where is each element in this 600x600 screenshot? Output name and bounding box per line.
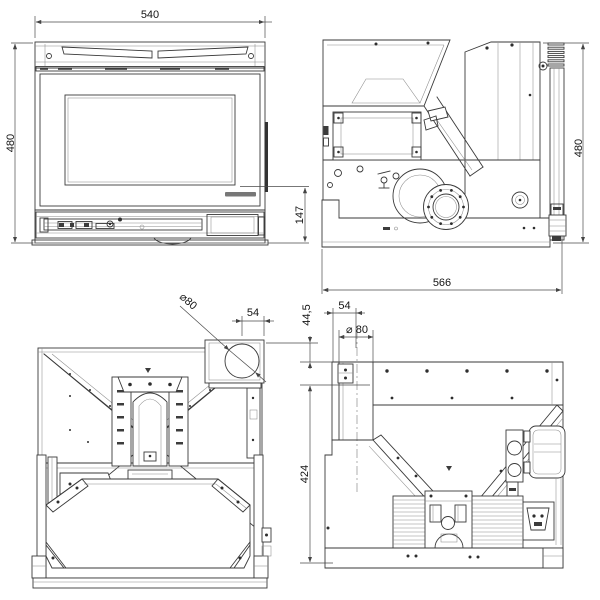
inspection-cover xyxy=(332,111,422,161)
front-base xyxy=(31,239,269,246)
heat-fins xyxy=(547,42,565,67)
chute-bracket xyxy=(427,106,449,122)
dim-label-480-front: 480 xyxy=(5,134,17,152)
front-frame xyxy=(34,41,266,244)
dim-front-base-height: 147 xyxy=(240,186,309,244)
dim-label-566: 566 xyxy=(433,277,451,289)
door-glass xyxy=(64,94,236,186)
front-view xyxy=(31,41,269,246)
dim-rear-flue-offset: 54 xyxy=(232,307,274,336)
dim-front-width: 540 xyxy=(34,9,272,38)
door-panel xyxy=(39,73,261,207)
dim-top-flue-diameter: ⌀ 80 xyxy=(338,324,374,362)
door-handle xyxy=(264,122,268,192)
dim-side-height: 480 xyxy=(543,42,589,244)
rear-view xyxy=(31,339,272,589)
smoke-fan xyxy=(392,168,469,230)
safety-valve xyxy=(377,170,391,189)
drawer-band xyxy=(35,211,265,239)
dim-label-147: 147 xyxy=(294,206,306,224)
dim-top-flue-offset: 54 xyxy=(324,300,365,362)
drawer-rail xyxy=(43,218,203,231)
left-side-view xyxy=(324,330,566,569)
brand-logo xyxy=(225,192,256,197)
side-knob xyxy=(511,191,529,209)
side-body xyxy=(464,41,541,219)
dim-front-height: 480 xyxy=(5,42,33,244)
dim-top-body-height: 424 xyxy=(299,384,370,564)
dim-label-44-5: 44,5 xyxy=(301,304,313,325)
flue-outlet xyxy=(204,339,265,389)
power-socket xyxy=(520,501,555,541)
dim-label-480-side: 480 xyxy=(573,139,585,157)
pellet-hopper xyxy=(322,39,451,107)
dim-label-540: 540 xyxy=(141,9,159,21)
rear-panel xyxy=(549,67,565,241)
auger-channel xyxy=(111,376,189,467)
dim-top-flue-drop: 44,5 xyxy=(266,304,332,369)
side-view xyxy=(321,39,567,248)
grille-flap-right xyxy=(157,46,249,59)
grille-screw-left xyxy=(46,53,52,59)
dim-label-dia80-top: ⌀ 80 xyxy=(346,324,368,336)
flue-bracket xyxy=(337,363,354,384)
gear-motor xyxy=(523,425,566,479)
rear-base xyxy=(32,577,268,589)
burn-pot-bracket xyxy=(424,490,473,549)
flue-pipe-circle xyxy=(224,343,260,379)
grille-screw-right xyxy=(248,53,254,59)
dim-label-dia80-rear: ⌀80 xyxy=(177,291,199,312)
ash-box xyxy=(206,214,259,236)
dim-label-54-rear: 54 xyxy=(247,307,259,319)
dim-label-54-top: 54 xyxy=(338,300,350,312)
cable-connector xyxy=(323,126,329,135)
dim-label-424: 424 xyxy=(299,465,311,483)
grille-flap-left xyxy=(61,46,153,59)
dim-side-depth: 566 xyxy=(321,236,563,294)
